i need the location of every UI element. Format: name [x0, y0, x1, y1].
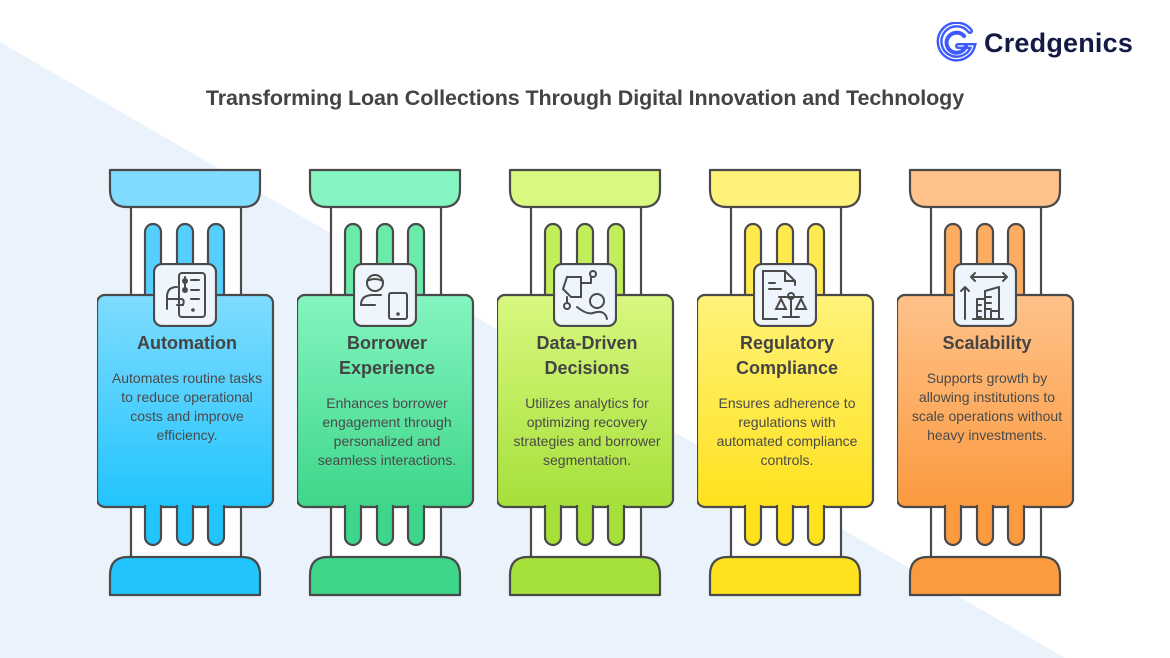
pillar-frame: [697, 168, 875, 597]
brand-name: Credgenics: [984, 27, 1134, 58]
person-with-phone-icon: [353, 263, 417, 327]
pillar-regulatory-compliance: Regulatory Compliance Ensures adherence …: [697, 0, 877, 658]
page-title: Transforming Loan Collections Through Di…: [205, 86, 965, 110]
document-scales-icon: [753, 263, 817, 327]
pillar-frame: [897, 168, 1075, 597]
pillar-borrower-experience: Borrower Experience Enhances borrower en…: [297, 0, 477, 658]
pillar-description: Supports growth by allowing institutions…: [911, 370, 1063, 443]
mobile-automation-icon: [153, 263, 217, 327]
pillar-automation: Automation Automates routine tasks to re…: [97, 0, 277, 658]
pillar-title: Borrower Experience: [338, 333, 436, 378]
pillar-description: Utilizes analytics for optimizing recove…: [513, 395, 661, 468]
pillar-title: Automation: [137, 333, 237, 353]
pillar-data-driven-decisions: Data-Driven Decisions Utilizes analytics…: [497, 0, 677, 658]
pillar-frame: [497, 168, 675, 597]
data-flow-person-icon: [553, 263, 617, 327]
growth-building-icon: [953, 263, 1017, 327]
pillar-description: Ensures adherence to regulations with au…: [716, 395, 858, 468]
brand-logo: Credgenics: [936, 22, 1133, 64]
pillar-description: Automates routine tasks to reduce operat…: [111, 370, 263, 443]
pillar-title: Scalability: [942, 333, 1032, 353]
credgenics-logo-icon: [936, 22, 977, 62]
pillar-title: Regulatory Compliance: [735, 333, 839, 378]
pillar-scalability: Scalability Supports growth by allowing …: [897, 0, 1077, 658]
pillar-title: Data-Driven Decisions: [536, 333, 638, 378]
pillar-description: Enhances borrower engagement through per…: [317, 395, 457, 468]
